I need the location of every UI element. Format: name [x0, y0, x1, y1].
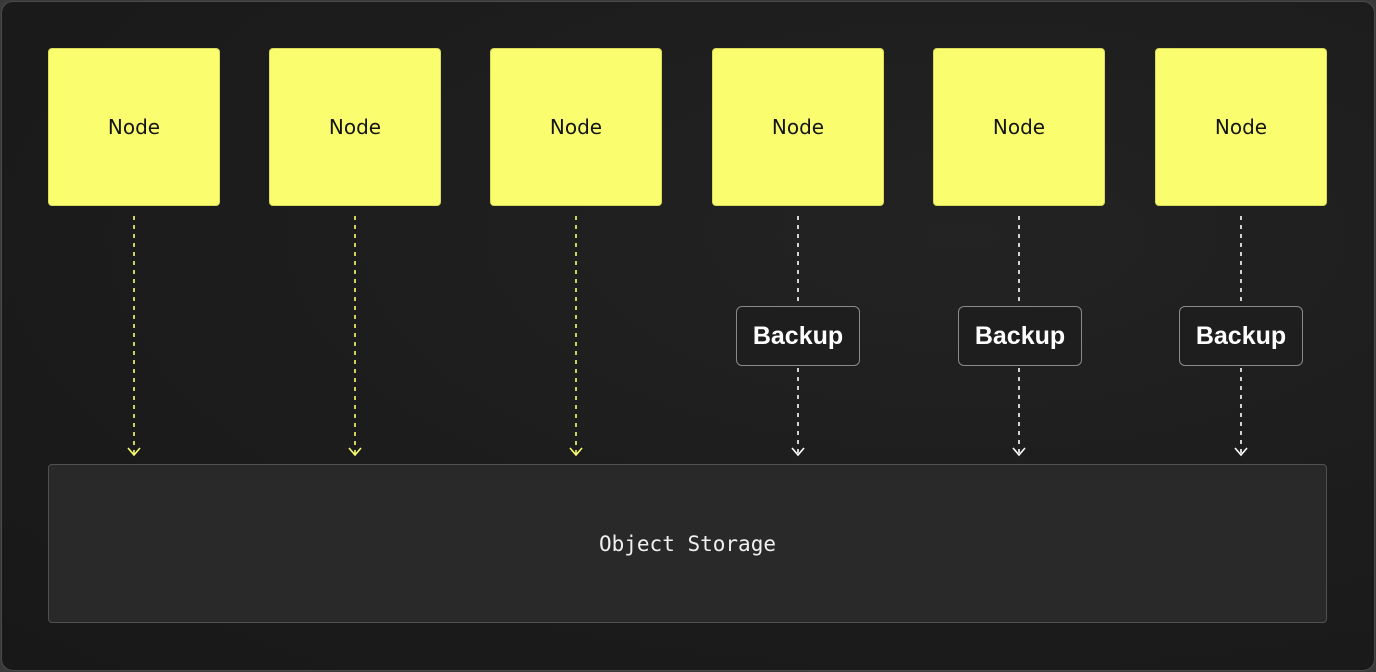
- backup-arrow-2: [1012, 216, 1026, 457]
- node-box-2: Node: [269, 48, 441, 206]
- node-box-5: Node: [933, 48, 1105, 206]
- object-storage-box: Object Storage: [48, 464, 1327, 623]
- backup-box-3: Backup: [1179, 306, 1303, 366]
- node-box-1: Node: [48, 48, 220, 206]
- node-box-4: Node: [712, 48, 884, 206]
- node-box-3: Node: [490, 48, 662, 206]
- direct-arrow-3: [569, 216, 583, 457]
- backup-arrow-3: [1234, 216, 1248, 457]
- direct-arrow-2: [348, 216, 362, 457]
- backup-box-1: Backup: [736, 306, 860, 366]
- backup-arrow-1: [791, 216, 805, 457]
- object-storage-label: Object Storage: [598, 531, 776, 556]
- backup-box-2: Backup: [958, 306, 1082, 366]
- direct-arrow-1: [127, 216, 141, 457]
- node-box-6: Node: [1155, 48, 1327, 206]
